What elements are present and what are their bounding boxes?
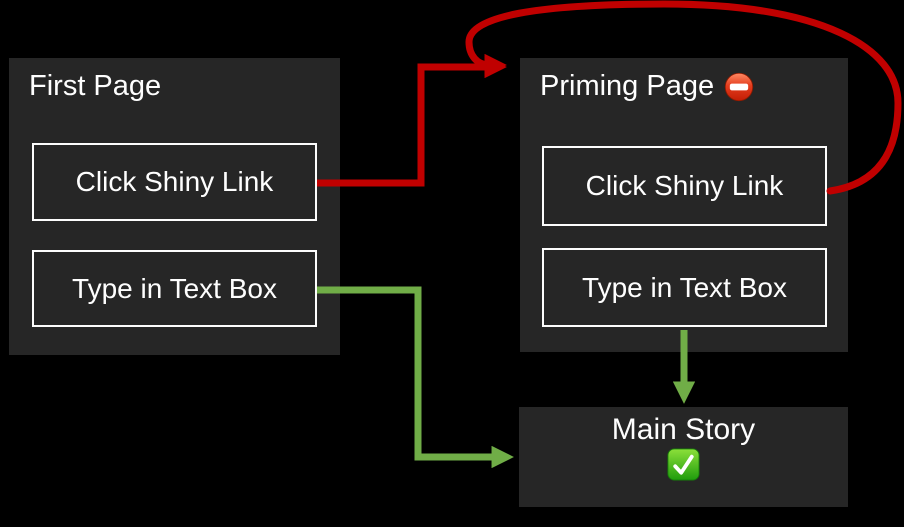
check-mark-icon (667, 447, 700, 481)
priming-page-panel: Priming Page Click Shiny Link (520, 58, 848, 352)
first-page-title: First Page (29, 70, 161, 103)
main-story-title: Main Story (611, 413, 756, 446)
click-shiny-link-label: Click Shiny Link (585, 170, 784, 201)
click-shiny-link-label: Click Shiny Link (75, 166, 274, 197)
type-in-text-box-label: Type in Text Box (582, 271, 787, 303)
no-entry-icon (724, 72, 754, 102)
main-story-panel: Main Story (519, 407, 848, 507)
priming-page-title-label: Priming Page (540, 70, 715, 102)
first-page-type-in-text-box: Type in Text Box (32, 250, 317, 327)
type-in-text-box-label: Type in Text Box (72, 272, 277, 304)
first-page-click-shiny-link-box: Click Shiny Link (32, 143, 317, 221)
arrow-first-click-to-priming (317, 55, 507, 187)
arrow-first-type-to-main (317, 286, 514, 469)
priming-page-click-shiny-link-box: Click Shiny Link (542, 146, 827, 226)
first-page-title-label: First Page (29, 70, 162, 102)
priming-page-title: Priming Page (540, 70, 754, 103)
priming-page-type-in-text-box: Type in Text Box (542, 248, 827, 327)
first-page-panel: First Page Click Shiny Link Type in Text… (9, 58, 340, 355)
